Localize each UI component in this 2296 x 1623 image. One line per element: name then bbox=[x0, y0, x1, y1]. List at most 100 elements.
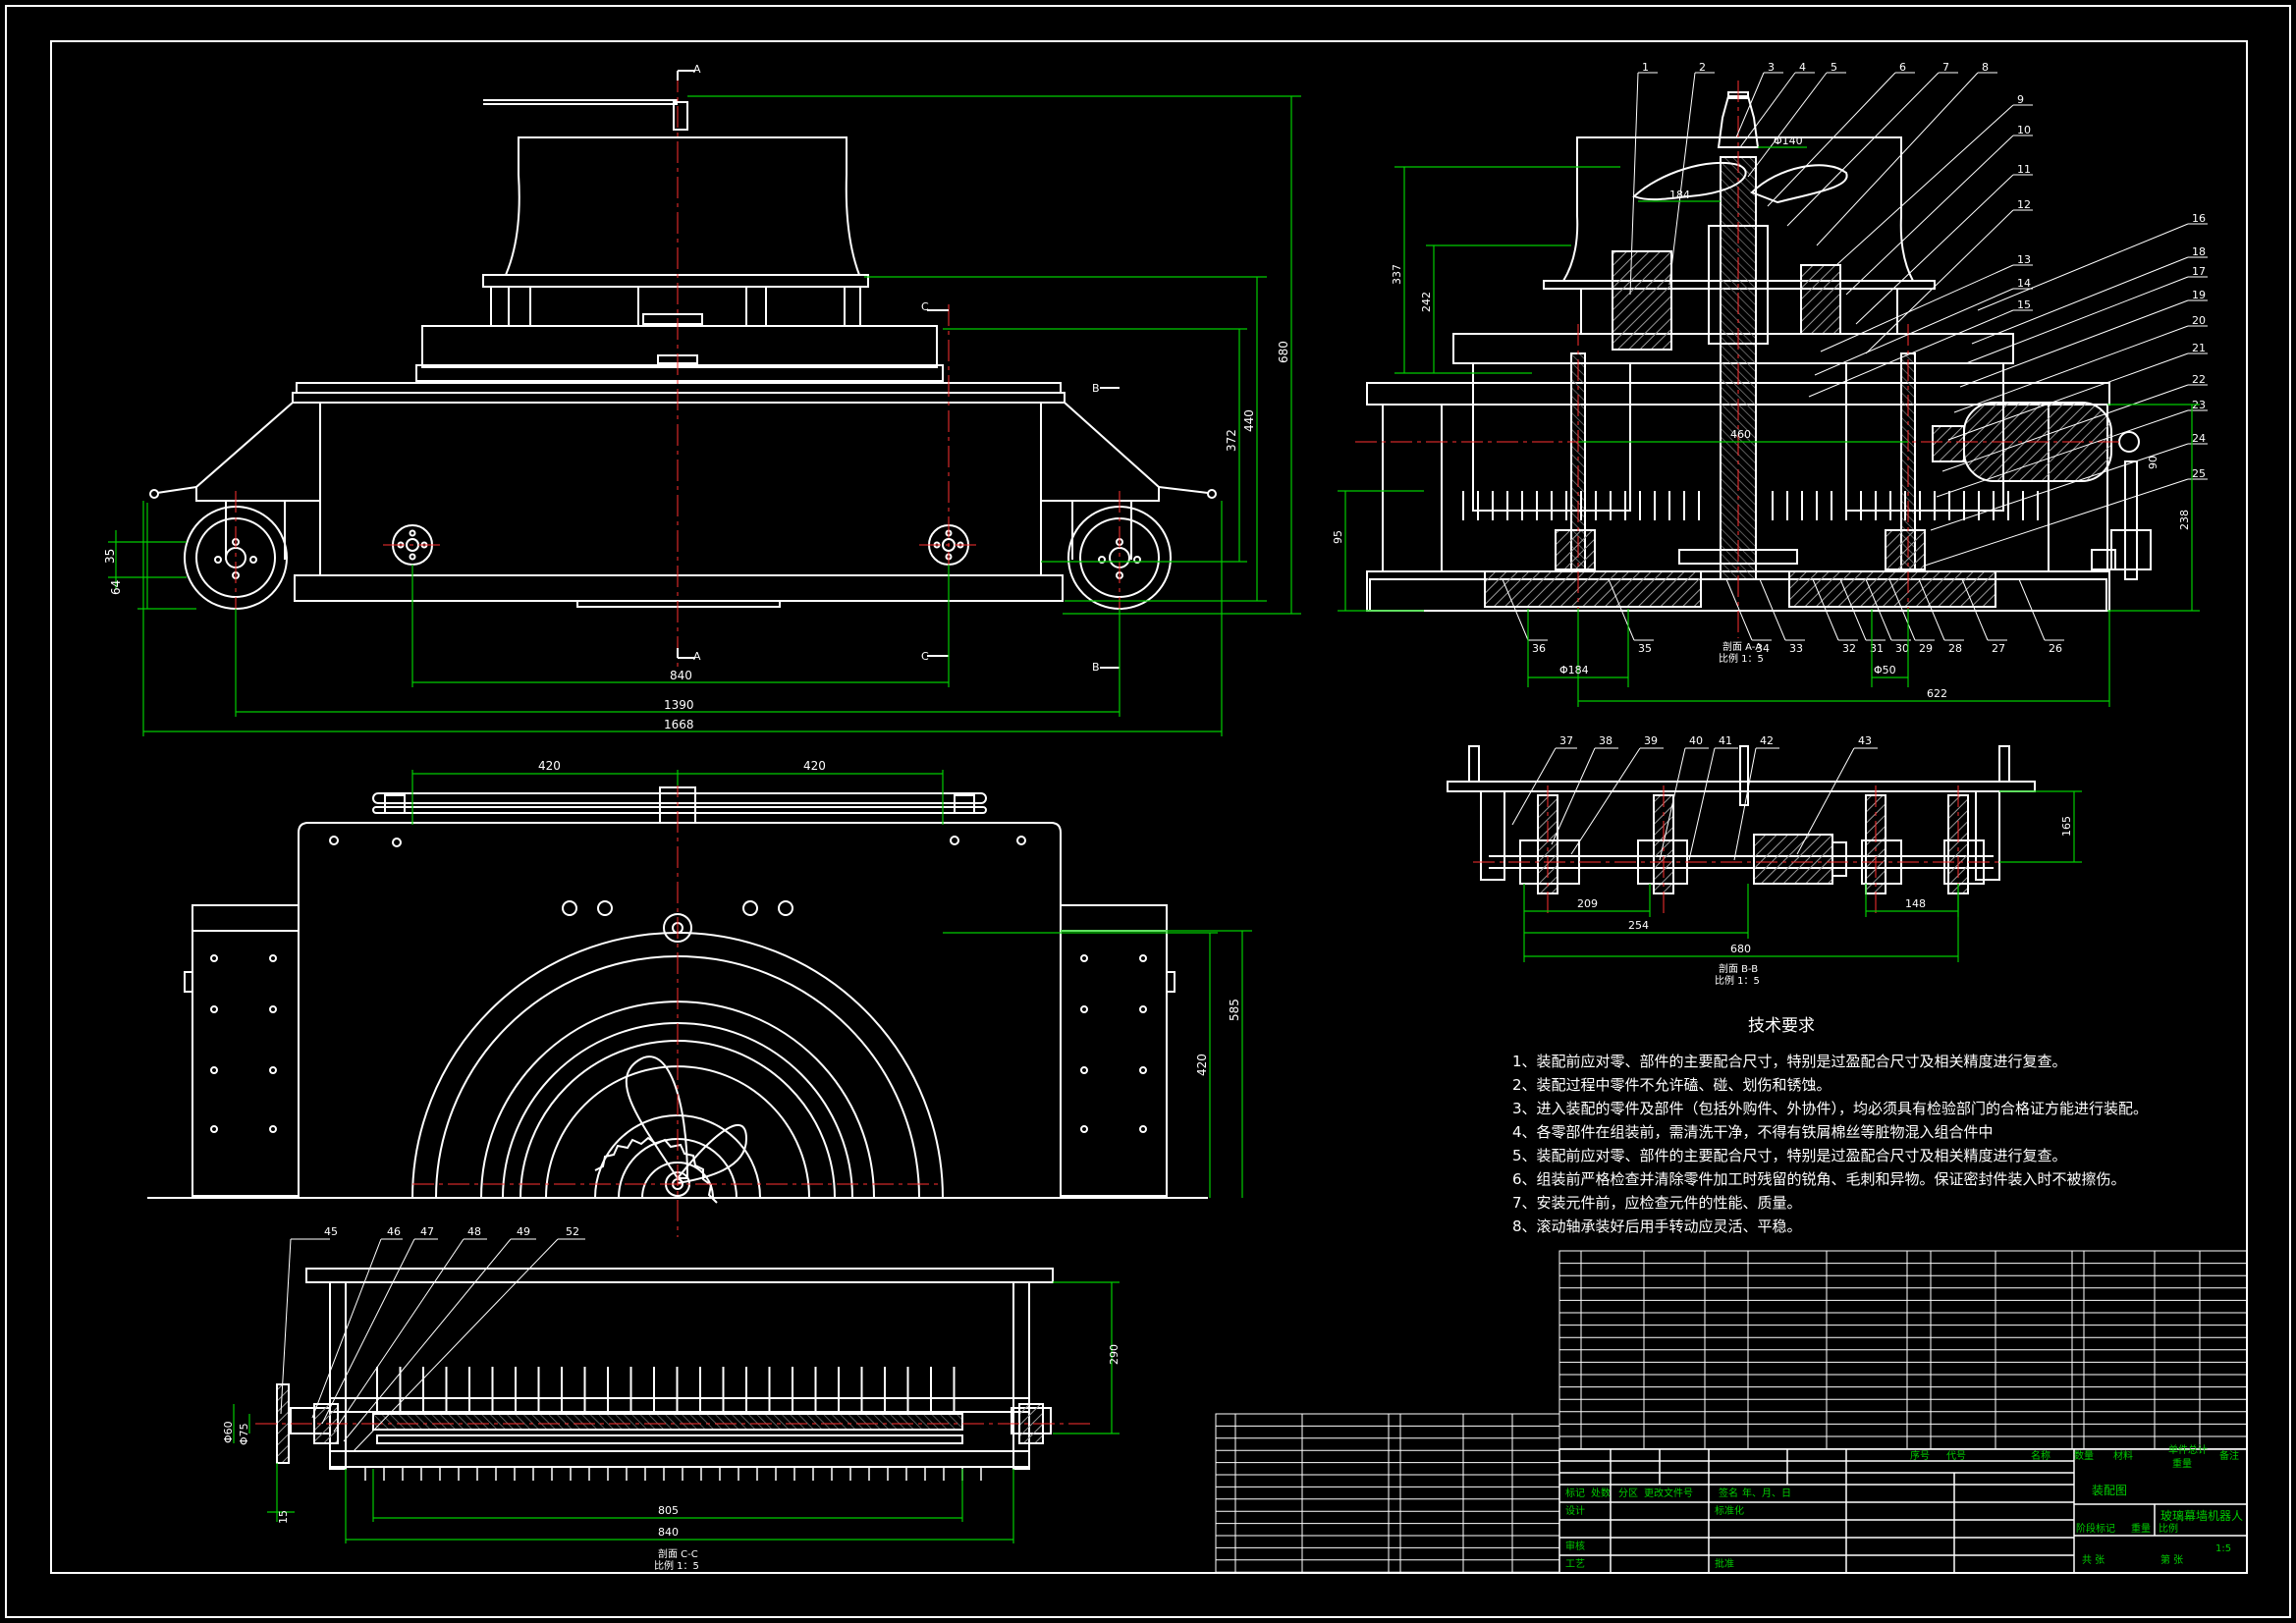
leader-line bbox=[1845, 135, 2014, 296]
leader-line bbox=[1977, 223, 2189, 311]
dim-184: 184 bbox=[1669, 189, 1690, 201]
tech-requirement-7: 7、安装元件前，应检查元件的性能、质量。 bbox=[1512, 1194, 1802, 1212]
dim-622: 622 bbox=[1927, 687, 1947, 700]
leader-line bbox=[1965, 276, 2189, 364]
section-bb-caption: 剖面 B-B 比例 1：5 bbox=[1715, 962, 1760, 987]
part-46: 46 bbox=[387, 1225, 401, 1238]
leader-line bbox=[1820, 264, 2014, 352]
sign-mark: 标记 bbox=[1565, 1488, 1585, 1499]
dim-337: 337 bbox=[1391, 264, 1403, 285]
part-number: 13 bbox=[2017, 253, 2031, 266]
inner-border bbox=[50, 40, 2248, 1574]
section-aa bbox=[1366, 91, 2152, 612]
tech-requirement-8: 8、滚动轴承装好后用手转动应灵活、平稳。 bbox=[1512, 1217, 1802, 1235]
leader-line bbox=[1502, 578, 1529, 641]
bom-header-material: 材料 bbox=[2113, 1449, 2133, 1462]
part-number: 33 bbox=[1789, 642, 1803, 655]
section-bb-title: 剖面 B-B bbox=[1719, 962, 1758, 975]
tech-requirement-1: 1、装配前应对零、部件的主要配合尺寸，特别是过盈配合尺寸及相关精度进行复查。 bbox=[1512, 1053, 2067, 1070]
part-number: 36 bbox=[1532, 642, 1546, 655]
part-number: 2 bbox=[1699, 61, 1706, 74]
dim-phi75: Φ75 bbox=[238, 1423, 250, 1445]
dim-238: 238 bbox=[2178, 510, 2191, 530]
section-mark-labels: A A B B C C bbox=[693, 63, 1100, 674]
technical-requirements: 技术要求 1、装配前应对零、部件的主要配合尺寸，特别是过盈配合尺寸及相关精度进行… bbox=[1512, 1011, 2148, 1235]
leader-line bbox=[1812, 578, 1839, 641]
leader-line bbox=[1855, 174, 2014, 325]
dim-290: 290 bbox=[1108, 1344, 1121, 1365]
sign-review: 审核 bbox=[1565, 1540, 1585, 1552]
leader-line bbox=[1814, 288, 2014, 376]
title-product-name: 玻璃幕墙机器人 bbox=[2160, 1509, 2243, 1523]
sheet-number: 第 张 bbox=[2160, 1553, 2183, 1566]
leader-line bbox=[1865, 209, 2014, 354]
section-cc bbox=[276, 1268, 1054, 1470]
part-number: 1 bbox=[1642, 61, 1649, 74]
part-number: 28 bbox=[1948, 642, 1962, 655]
part-number: 4 bbox=[1799, 61, 1806, 74]
section-cc-part-labels: 45 46 47 48 49 52 bbox=[324, 1225, 579, 1238]
sign-change-doc: 更改文件号 bbox=[1644, 1487, 1693, 1499]
section-marks bbox=[677, 70, 1120, 669]
leader-line bbox=[1959, 299, 2189, 388]
dim-64: 64 bbox=[109, 580, 123, 595]
section-bb-dimensions bbox=[1523, 790, 2082, 962]
part-number: 3 bbox=[1768, 61, 1775, 74]
front-centerlines bbox=[235, 71, 1121, 668]
part-number: 10 bbox=[2017, 124, 2031, 136]
leader-line bbox=[1786, 72, 1940, 227]
part-number: 5 bbox=[1831, 61, 1837, 74]
dim-15: 15 bbox=[277, 1510, 290, 1524]
part-number: 18 bbox=[2192, 245, 2206, 258]
dim-1668: 1668 bbox=[664, 718, 694, 731]
part-number: 35 bbox=[1638, 642, 1652, 655]
sign-design: 设计 bbox=[1565, 1504, 1585, 1517]
section-bb-leaders bbox=[1511, 747, 1878, 861]
part-number: 16 bbox=[2192, 212, 2206, 225]
bom-header-code: 代号 bbox=[1946, 1450, 1966, 1462]
dim-840-cc: 840 bbox=[658, 1526, 679, 1539]
leader-line bbox=[1735, 72, 1765, 138]
part-number: 34 bbox=[1756, 642, 1770, 655]
bom-header-remark: 备注 bbox=[2219, 1449, 2239, 1462]
part-number: 26 bbox=[2049, 642, 2062, 655]
section-cc-leaders bbox=[280, 1238, 585, 1452]
title-block bbox=[1558, 1448, 2248, 1574]
bom-table bbox=[1215, 1250, 2248, 1574]
section-aa-comb bbox=[1462, 491, 2039, 520]
section-aa-leaders bbox=[1502, 72, 2208, 641]
leader-line bbox=[1888, 578, 1916, 641]
tech-requirement-6: 6、组装前严格检查并清除零件加工时残留的锐角、毛刺和异物。保证密封件装入时不被擦… bbox=[1512, 1170, 2126, 1188]
dim-420-vertical: 420 bbox=[1195, 1054, 1209, 1076]
section-bb-dim-labels: 209 254 680 148 165 bbox=[1577, 816, 2073, 955]
part-42: 42 bbox=[1760, 734, 1774, 747]
part-47: 47 bbox=[420, 1225, 434, 1238]
dim-460: 460 bbox=[1730, 428, 1751, 441]
sign-signature: 签名 bbox=[1719, 1487, 1738, 1499]
dim-phi140: Φ140 bbox=[1774, 135, 1803, 147]
bom-header-seq: 序号 bbox=[1910, 1449, 1930, 1462]
part-number: 21 bbox=[2192, 342, 2206, 354]
sign-approve: 批准 bbox=[1715, 1557, 1734, 1570]
title-scale-value: 1:5 bbox=[2215, 1543, 2231, 1554]
title-block-texts: 序号 代号 名称 数量 材料 单件 总计 重量 备注 装配图 玻璃幕墙机器人 标… bbox=[1565, 1443, 2243, 1570]
section-bb bbox=[1447, 745, 2036, 894]
part-number: 14 bbox=[2017, 277, 2031, 290]
tech-requirement-3: 3、进入装配的零件及部件（包括外购件、外协件），均必须具有检验部门的合格证方能进… bbox=[1512, 1100, 2149, 1117]
section-aa-scale: 比例 1：5 bbox=[1719, 652, 1764, 665]
leader-line bbox=[1808, 309, 2014, 398]
section-mark-b-top: B bbox=[1092, 382, 1100, 395]
section-bb-scale: 比例 1：5 bbox=[1715, 974, 1760, 987]
dim-585: 585 bbox=[1228, 999, 1241, 1021]
section-cc-title: 剖面 C-C bbox=[658, 1547, 698, 1560]
part-number: 31 bbox=[1870, 642, 1884, 655]
part-number: 20 bbox=[2192, 314, 2206, 327]
part-49: 49 bbox=[517, 1225, 530, 1238]
dim-242: 242 bbox=[1420, 292, 1433, 312]
dim-420-right: 420 bbox=[803, 759, 826, 773]
leader-line bbox=[1816, 72, 1979, 246]
part-39: 39 bbox=[1644, 734, 1658, 747]
dim-420-left: 420 bbox=[538, 759, 561, 773]
section-mark-a-bottom: A bbox=[693, 650, 701, 663]
